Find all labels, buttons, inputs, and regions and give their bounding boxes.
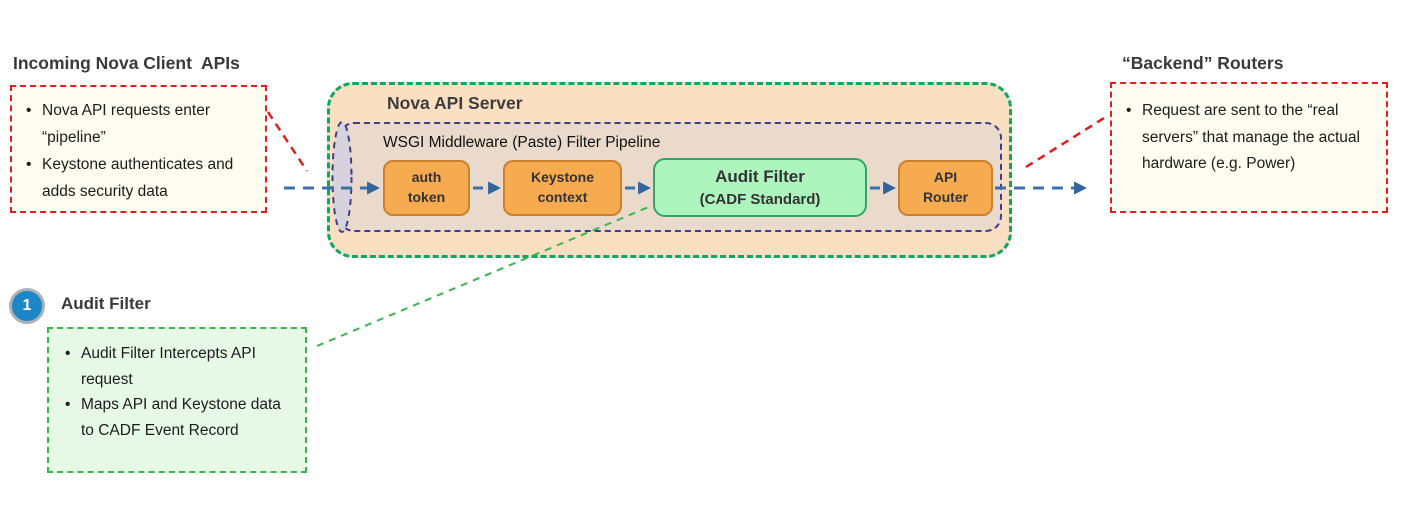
left-note-bullet-list: Nova API requests enter “pipeline” Keyst…	[20, 97, 255, 205]
right-note-bullet: Request are sent to the “real servers” t…	[1120, 98, 1376, 178]
step-note-bullet-list: Audit Filter Intercepts API request Maps…	[59, 341, 297, 443]
left-red-leader-line	[266, 111, 309, 172]
audit-filter-leader-line	[316, 205, 652, 347]
step-note-bullet: Maps API and Keystone data to CADF Event…	[59, 392, 297, 443]
step-note-bullet: Audit Filter Intercepts API request	[59, 341, 297, 392]
right-note-box: Request are sent to the “real servers” t…	[1110, 82, 1388, 213]
left-note-bullet: Keystone authenticates and adds security…	[20, 151, 255, 205]
right-note-bullet-list: Request are sent to the “real servers” t…	[1120, 98, 1376, 178]
step-title: Audit Filter	[61, 294, 151, 313]
left-note-bullet: Nova API requests enter “pipeline”	[20, 97, 255, 151]
left-note-title: Incoming Nova Client APIs	[13, 53, 240, 73]
stage-keystone-context: Keystone context	[503, 160, 622, 216]
right-note-title: “Backend” Routers	[1122, 53, 1284, 73]
stage-audit-filter-label: Audit Filter	[715, 167, 805, 187]
stage-audit-filter: Audit Filter (CADF Standard)	[653, 158, 867, 217]
step-number-badge: 1	[9, 288, 45, 324]
stage-api-router: API Router	[898, 160, 993, 216]
stage-auth-token: auth token	[383, 160, 470, 216]
wsgi-pipeline-title: WSGI Middleware (Paste) Filter Pipeline	[383, 134, 661, 151]
stage-audit-filter-sublabel: (CADF Standard)	[699, 190, 821, 208]
pipeline-cylinder-cap	[331, 121, 353, 233]
step-note-box: Audit Filter Intercepts API request Maps…	[47, 327, 307, 473]
right-red-leader-line	[1025, 116, 1105, 169]
left-note-box: Nova API requests enter “pipeline” Keyst…	[10, 85, 267, 213]
nova-api-server-title: Nova API Server	[387, 93, 523, 113]
